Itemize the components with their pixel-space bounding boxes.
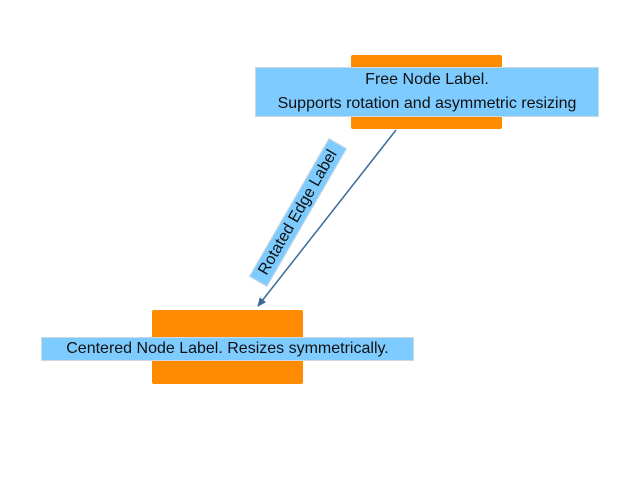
centered-node-label[interactable]: Centered Node Label. Resizes symmetrical… bbox=[41, 337, 414, 361]
free-node-label-line1: Free Node Label. bbox=[365, 71, 489, 88]
edge-line[interactable] bbox=[257, 129, 397, 307]
free-node-label-line2: Supports rotation and asymmetric resizin… bbox=[277, 95, 577, 112]
free-node-label[interactable]: Free Node Label. Supports rotation and a… bbox=[255, 67, 599, 117]
